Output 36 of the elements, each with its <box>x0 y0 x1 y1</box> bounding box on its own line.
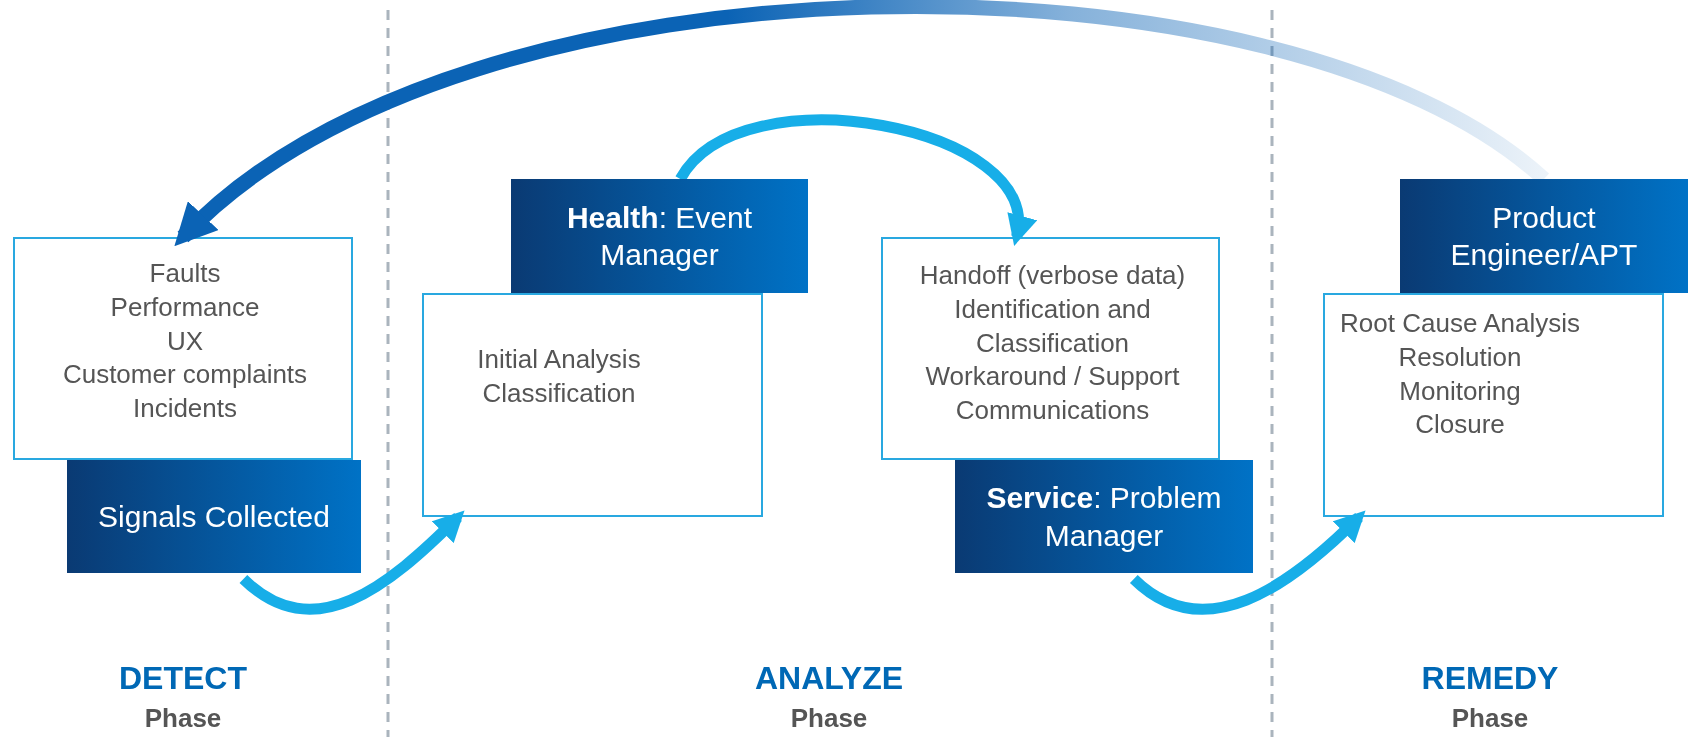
list-item: Classification <box>482 376 636 410</box>
role-title: Service: Problem Manager <box>985 480 1223 554</box>
phase-title: DETECT <box>119 660 247 697</box>
curved-arrow <box>1130 510 1366 615</box>
role-box <box>1400 179 1688 293</box>
role-box <box>511 179 808 293</box>
stage-box <box>13 237 353 460</box>
list-item: Handoff (verbose data) <box>919 259 1186 292</box>
role-title: Product Engineer/APT <box>1449 199 1639 273</box>
list-item: Identification and Classification <box>953 292 1152 360</box>
list-item: Resolution <box>1398 340 1522 374</box>
stage-box <box>422 293 763 517</box>
list-item: Initial Analysis <box>477 343 641 376</box>
phase-subtitle: Phase <box>1451 703 1529 734</box>
phase-title: ANALYZE <box>754 660 904 697</box>
phase-subtitle: Phase <box>790 703 868 734</box>
curved-arrow <box>239 510 465 615</box>
list-item: Root Cause Analysis <box>1340 307 1580 340</box>
role-box <box>955 460 1253 573</box>
list-item: UX <box>166 324 204 358</box>
list-item: Performance <box>110 290 260 324</box>
list-item: Faults <box>149 257 221 290</box>
curved-arrow <box>173 0 1549 246</box>
list-item: Monitoring <box>1399 374 1521 408</box>
phase-subtitle: Phase <box>144 703 222 734</box>
stage-box <box>1323 293 1664 517</box>
role-title: Health: Event Manager <box>565 199 754 273</box>
list-item: Customer complaints <box>62 358 308 392</box>
stage-box <box>881 237 1220 460</box>
list-item: Closure <box>1415 408 1505 442</box>
role-box <box>67 460 361 573</box>
list-item: Incidents <box>132 392 238 426</box>
phase-title: REMEDY <box>1421 660 1559 697</box>
list-item: Communications <box>955 394 1150 428</box>
list-item: Workaround / Support <box>925 360 1180 394</box>
role-title: Signals Collected <box>98 498 330 535</box>
